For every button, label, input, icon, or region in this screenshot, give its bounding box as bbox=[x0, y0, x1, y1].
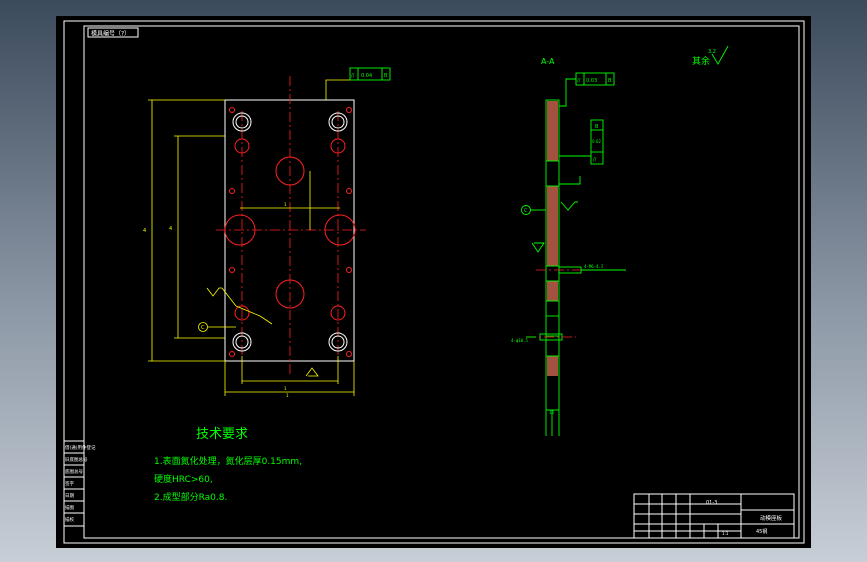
tolerance-frame-section-side: B 0.02 // bbox=[590, 119, 604, 165]
tol-section-top-symbol: // bbox=[577, 78, 581, 84]
svg-text:4-M6-4.2: 4-M6-4.2 bbox=[584, 264, 604, 269]
sidebar-label-1: 旧底图总号 bbox=[65, 456, 88, 463]
title-block: 01-3 动模座板 45钢 1:1 bbox=[633, 493, 795, 539]
tech-requirements: 技术要求 1.表面氮化处理，氮化层厚0.15mm, 硬度HRC>60, 2.成型… bbox=[154, 427, 302, 503]
drawing-viewport[interactable] bbox=[56, 16, 811, 548]
tol-section-top-datum: B bbox=[608, 78, 612, 84]
tol-section-side-datum: B bbox=[595, 124, 599, 130]
svg-text:4-φ10.5: 4-φ10.5 bbox=[511, 338, 528, 343]
sidebar-label-0: 借(通)用件登记 bbox=[65, 444, 96, 451]
tol-section-side-value: 0.02 bbox=[592, 139, 601, 144]
datum-c-front: C bbox=[201, 325, 205, 331]
svg-text:4: 4 bbox=[169, 226, 172, 232]
title-block-name: 动模座板 bbox=[760, 514, 783, 522]
outer-border bbox=[63, 20, 805, 544]
surface-roughness-note: 其余 3.2 bbox=[692, 45, 729, 67]
svg-text:1: 1 bbox=[284, 386, 287, 391]
tech-req-line3: 2.成型部分Ra0.8. bbox=[154, 491, 227, 503]
svg-text:1: 1 bbox=[284, 202, 287, 207]
tolerance-frame-section-top: // 0.03 B bbox=[575, 72, 615, 86]
title-block-material: 45钢 bbox=[756, 528, 767, 535]
inner-border bbox=[83, 25, 800, 539]
title-block-part-no: 01-3 bbox=[706, 500, 717, 506]
tol-section-top-value: 0.03 bbox=[586, 78, 597, 84]
front-view: 4 4 1 1 1 C bbox=[143, 76, 366, 398]
svg-text:1: 1 bbox=[286, 393, 289, 398]
cad-drawing-sheet: 模具编号（?） 借(通)用件登记 旧底图总号 底图总号 签字 日期 描图 描校 bbox=[63, 20, 805, 544]
section-label: A-A bbox=[541, 57, 555, 66]
tech-req-title: 技术要求 bbox=[196, 427, 248, 442]
tol-front-symbol: // bbox=[351, 73, 355, 79]
sidebar-label-6: 描校 bbox=[65, 516, 74, 523]
tolerance-frame-front: // 0.04 B bbox=[349, 67, 391, 81]
tech-req-line2: 硬度HRC>60, bbox=[154, 473, 213, 485]
header-tag-text: 模具编号（?） bbox=[91, 30, 130, 38]
surface-note-label: 其余 bbox=[692, 55, 710, 67]
sidebar-label-4: 日期 bbox=[65, 493, 74, 499]
datum-c-section: C bbox=[524, 208, 528, 214]
section-view: A-A 4-M6-4.2 4-φ10.5 C bbox=[511, 57, 626, 436]
left-sidebar: 借(通)用件登记 旧底图总号 底图总号 签字 日期 描图 描校 bbox=[63, 440, 96, 527]
tol-front-datum: B bbox=[384, 73, 388, 79]
tech-req-line1: 1.表面氮化处理，氮化层厚0.15mm, bbox=[154, 455, 302, 467]
tol-section-side-symbol: // bbox=[593, 157, 597, 163]
surface-note-roughness: 3.2 bbox=[708, 49, 716, 55]
svg-text:4: 4 bbox=[143, 228, 146, 234]
sidebar-label-5: 描图 bbox=[65, 504, 74, 511]
sidebar-label-3: 签字 bbox=[65, 480, 74, 487]
tol-front-value: 0.04 bbox=[361, 73, 372, 79]
svg-text:10: 10 bbox=[549, 410, 554, 415]
title-block-scale: 1:1 bbox=[722, 531, 729, 536]
header-tag: 模具编号（?） bbox=[87, 27, 139, 38]
sidebar-label-2: 底图总号 bbox=[65, 468, 83, 475]
